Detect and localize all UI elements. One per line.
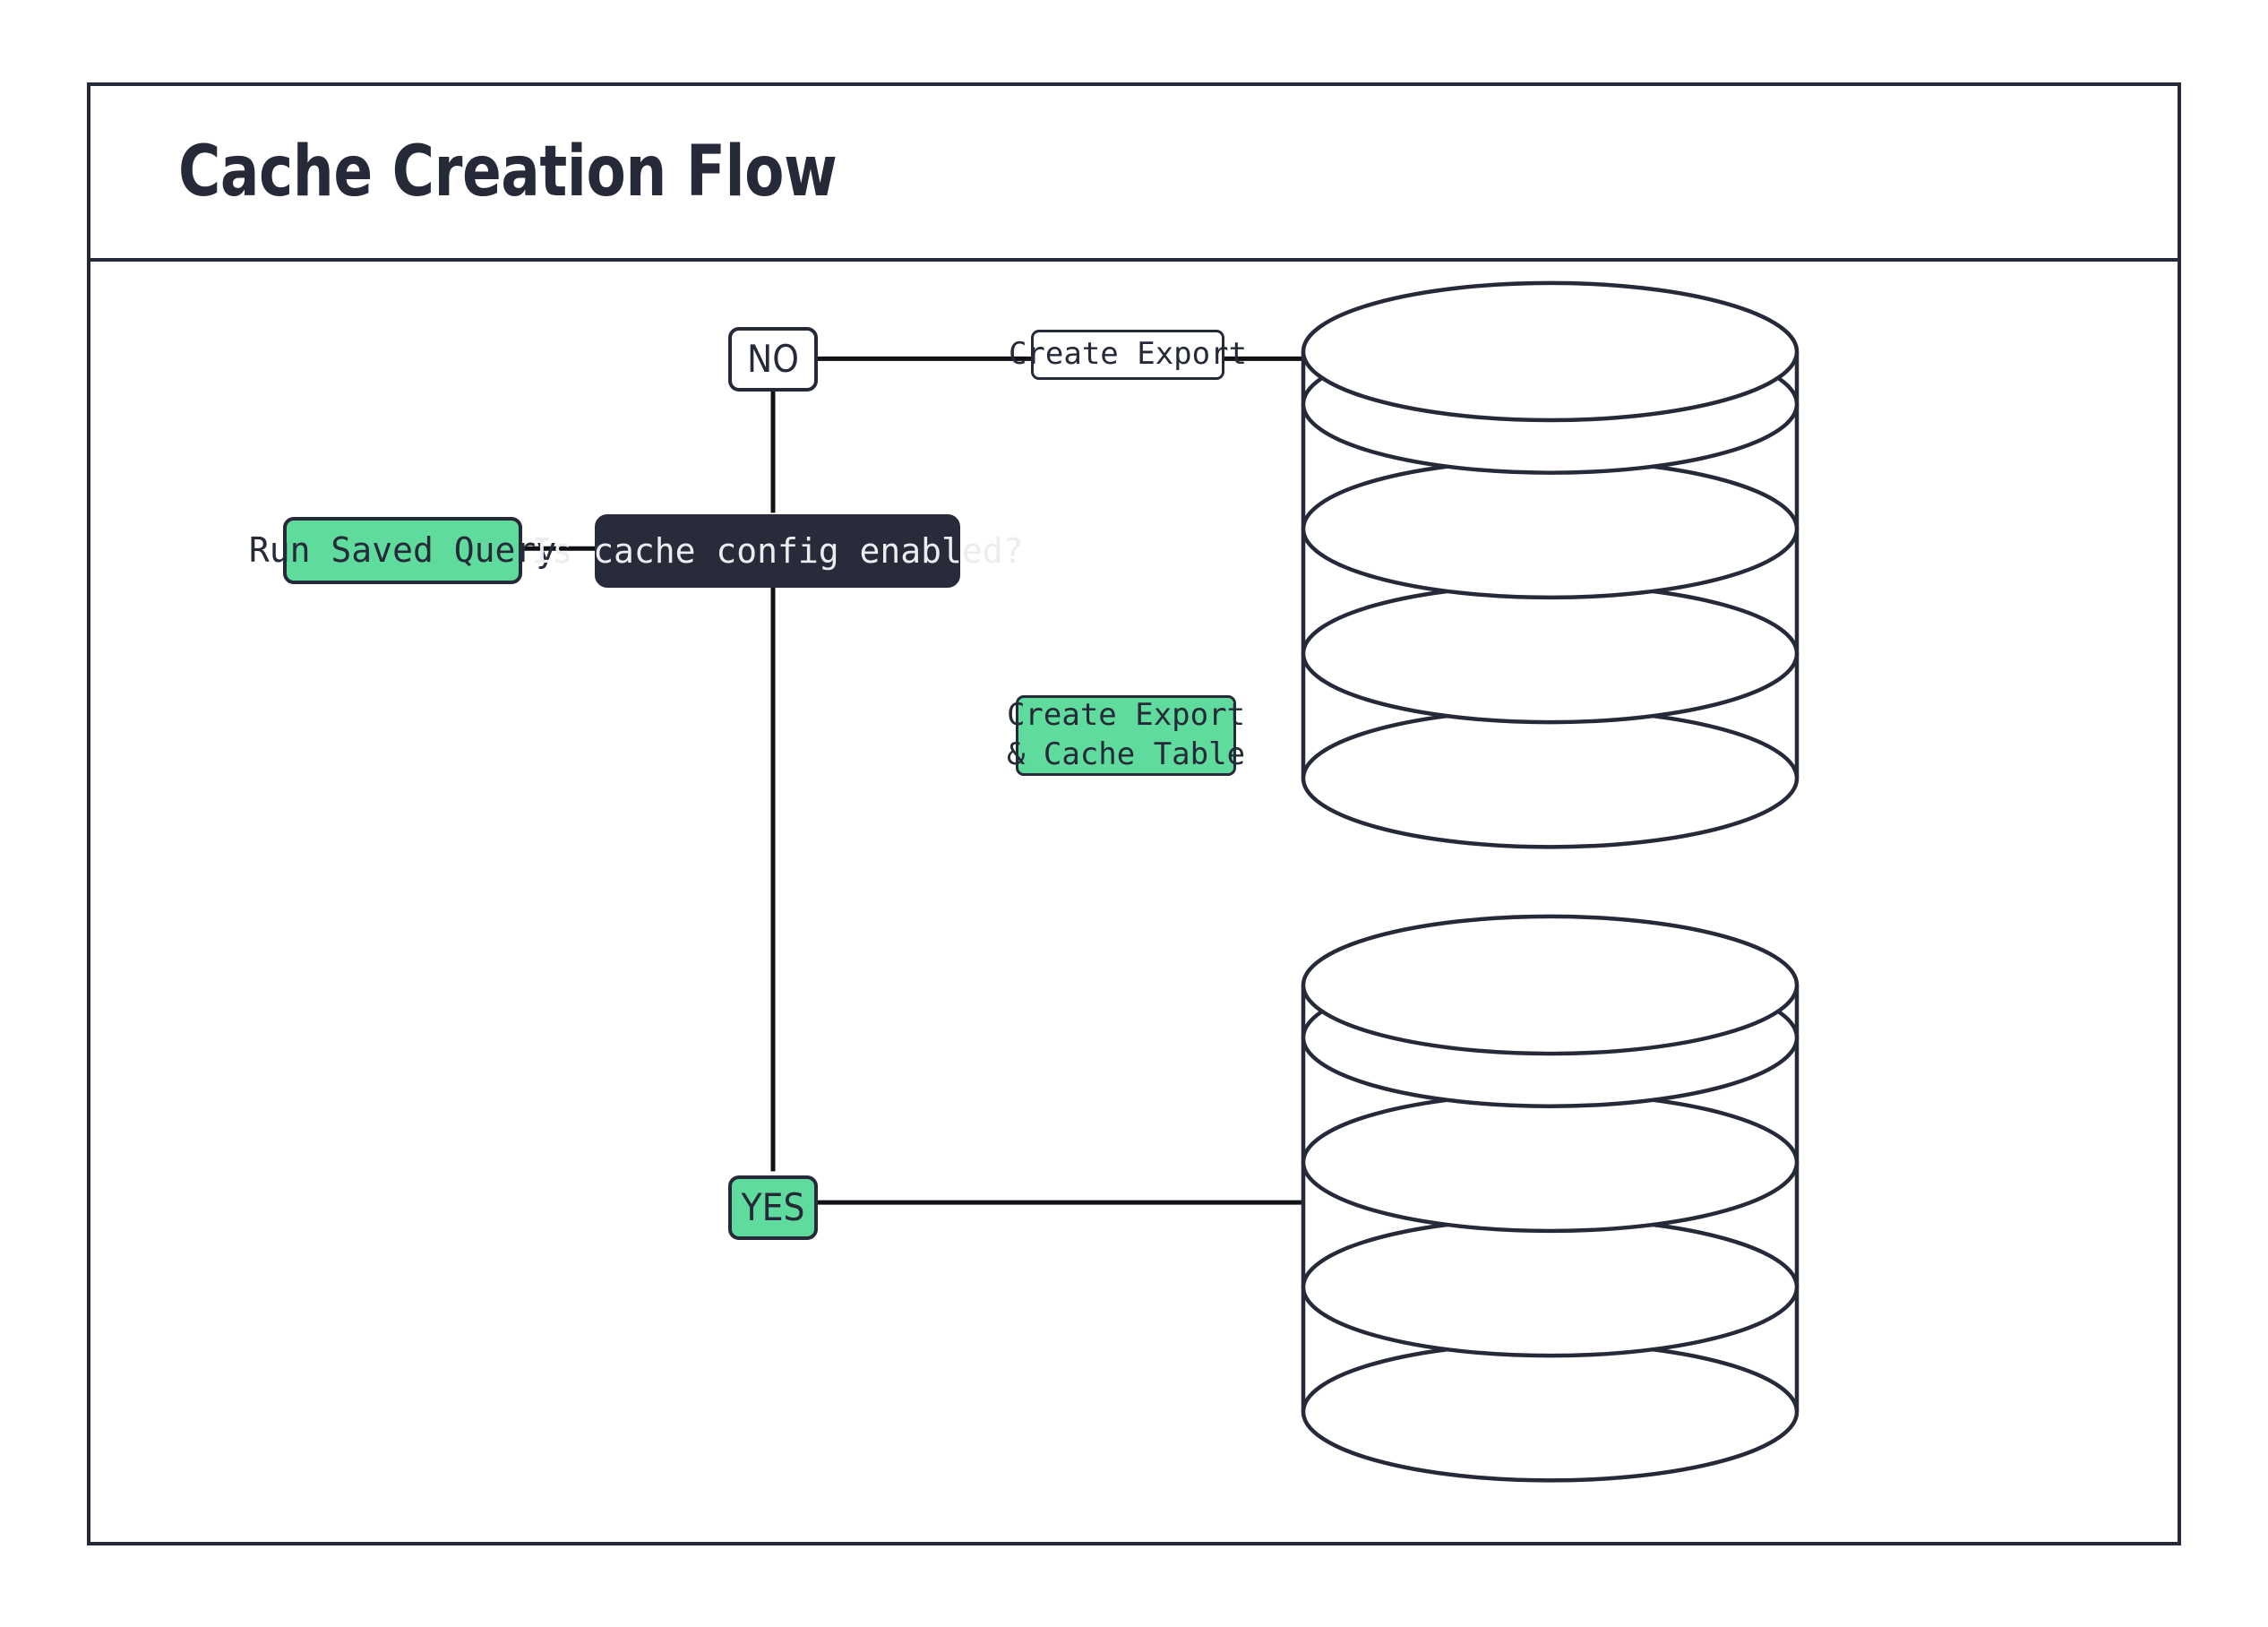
- node-decision[interactable]: Is cache config enabled?: [531, 514, 1024, 588]
- node-run-saved-query[interactable]: Run Saved Query: [249, 517, 556, 584]
- node-decision-label: Is cache config enabled?: [531, 530, 1024, 571]
- node-database-top-label-box[interactable]: Create Export: [1009, 330, 1247, 380]
- page-title: Cache Creation Flow: [178, 132, 838, 212]
- database-bottom-shape: [1301, 914, 1800, 1483]
- node-branch-no[interactable]: NO: [728, 327, 818, 392]
- node-run-saved-query-label: Run Saved Query: [248, 530, 557, 571]
- node-branch-yes-label: YES: [741, 1185, 805, 1230]
- node-branch-yes[interactable]: YES: [728, 1175, 818, 1240]
- node-database-top-label: Create Export: [1008, 336, 1248, 373]
- node-database-bottom-label-box[interactable]: Create Export & Cache Table: [1007, 695, 1245, 776]
- node-database-bottom-label-line2: & Cache Table: [1006, 736, 1246, 772]
- database-top-shape: [1301, 280, 1800, 849]
- node-branch-no-label: NO: [747, 337, 799, 382]
- diagram-header: Cache Creation Flow: [90, 86, 2178, 262]
- diagram-frame: Cache Creation Flow: [87, 82, 2181, 1545]
- node-database-bottom-label-line1: Create Export: [1006, 697, 1246, 734]
- diagram-canvas: Run Saved Query Is cache config enabled?…: [90, 262, 2178, 1542]
